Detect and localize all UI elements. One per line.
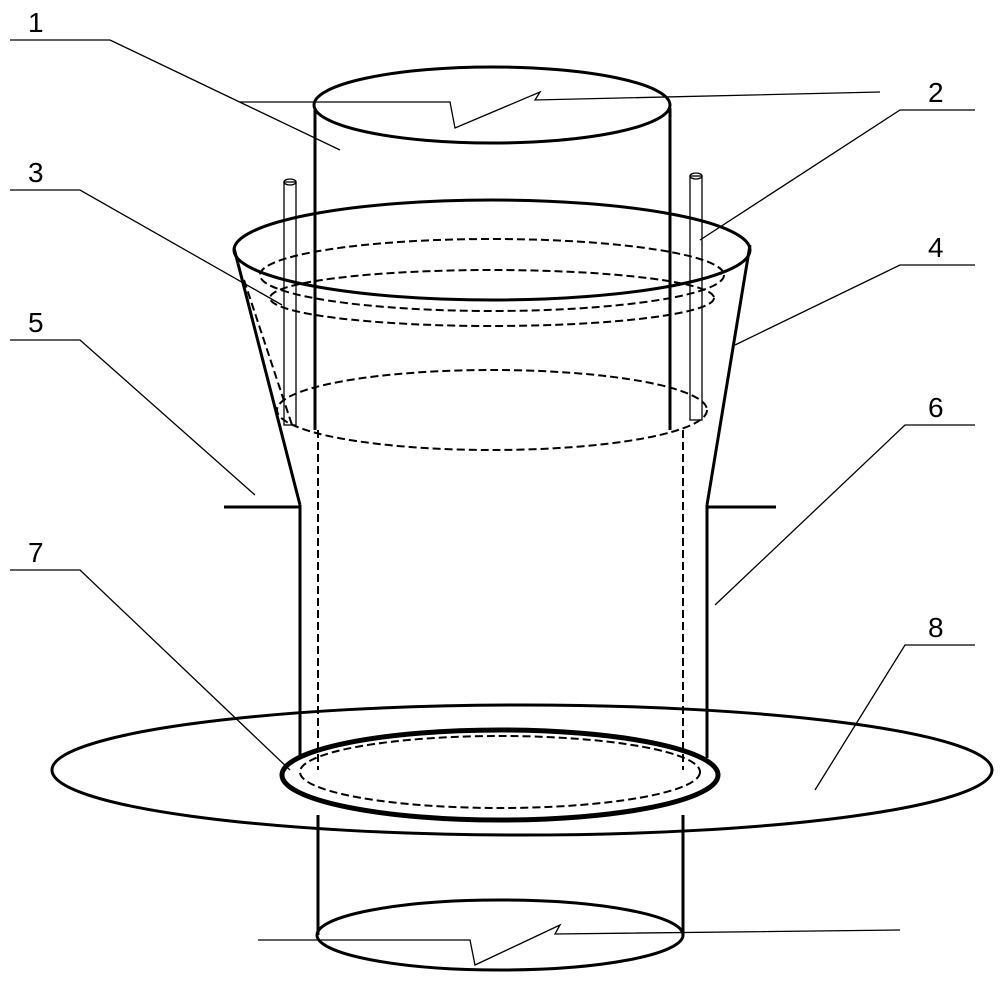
leader-line-2	[700, 110, 975, 240]
funnel-rim	[234, 200, 750, 300]
upper-pipe-top-ellipse	[314, 67, 670, 143]
leader-line-6	[715, 425, 975, 605]
leader-line-5	[10, 340, 255, 495]
funnel-4	[234, 200, 750, 505]
inner-dashed-ellipse	[277, 370, 707, 450]
label-1: 1	[28, 7, 44, 38]
leader-line-4	[735, 265, 975, 345]
label-2: 2	[928, 77, 944, 108]
leader-line-1	[10, 40, 340, 150]
lower-pipe-bottom-ellipse	[317, 900, 683, 970]
label-6: 6	[928, 392, 944, 423]
label-8: 8	[928, 612, 944, 643]
leader-line-7	[10, 570, 290, 770]
rod-body	[690, 176, 702, 420]
label-7: 7	[28, 537, 44, 568]
label-4: 4	[928, 232, 944, 263]
base-plate-8	[52, 705, 992, 835]
ring-inner	[300, 736, 700, 808]
lower-pipe	[258, 815, 900, 970]
label-5: 5	[28, 307, 44, 338]
inner-liner-3	[244, 280, 292, 425]
break-line-bottom	[258, 925, 900, 965]
funnel-right-side	[707, 245, 750, 505]
inner-dashed-ellipse	[270, 270, 714, 326]
leader-line-3	[10, 190, 282, 305]
leader-lines	[10, 40, 975, 790]
leader-line-8	[815, 645, 975, 790]
ring-7	[282, 730, 718, 820]
upper-pipe-1	[240, 67, 880, 770]
funnel-left-side	[234, 248, 300, 505]
rod-left-2	[284, 179, 296, 425]
label-3: 3	[28, 157, 44, 188]
rod-right-2	[690, 173, 702, 420]
